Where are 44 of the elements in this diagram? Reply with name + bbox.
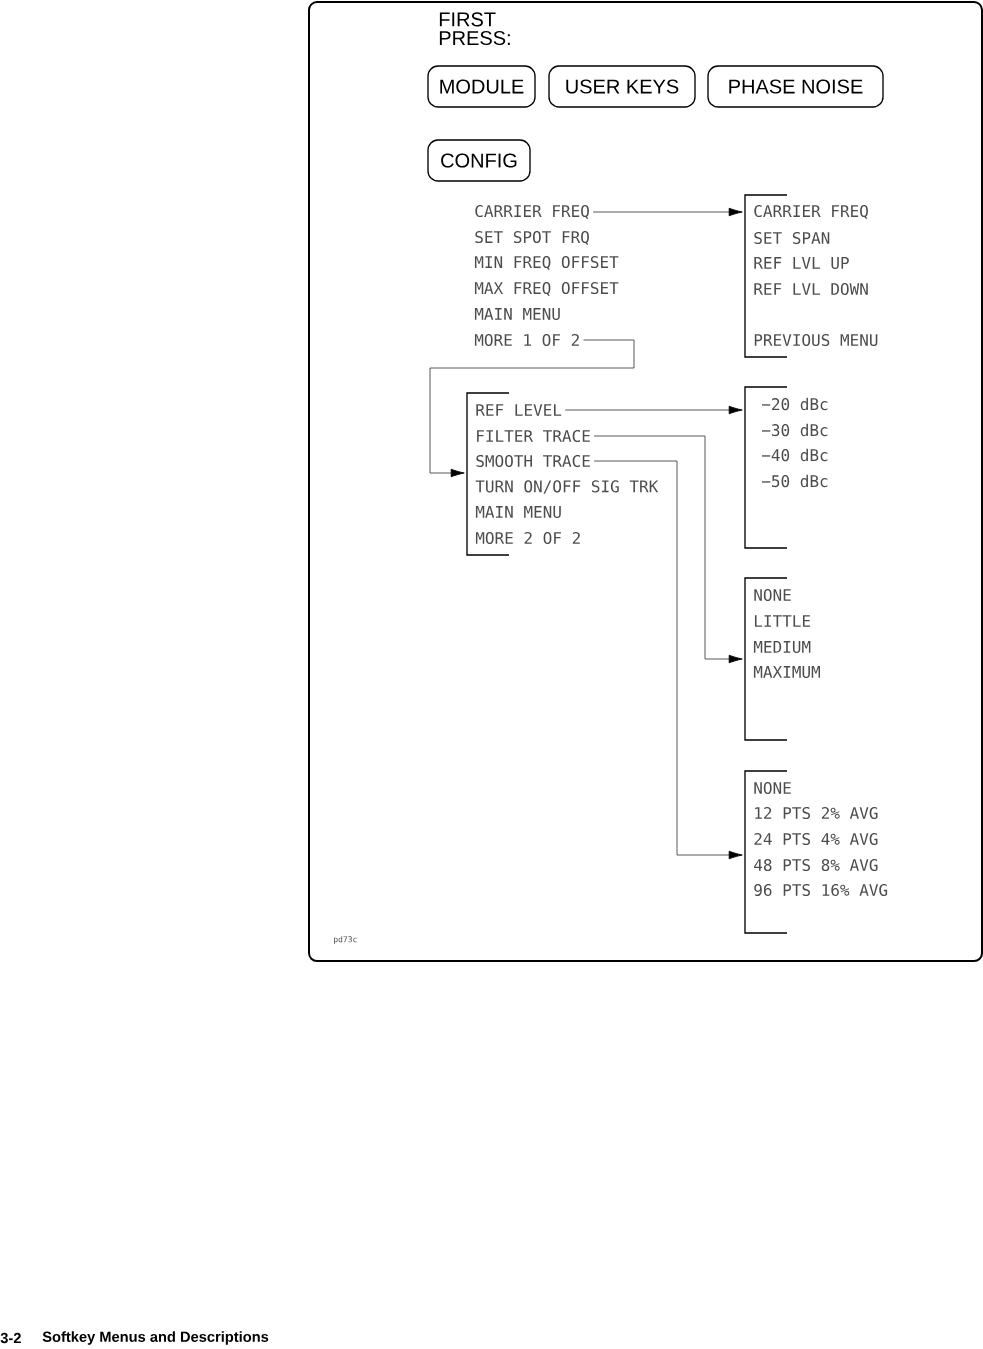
footer-title: Softkey Menus and Descriptions [42,1331,269,1345]
arrow [564,405,743,415]
menu-item: SET SPAN [754,231,830,245]
menu-item: MORE 2 OF 2 [475,531,580,545]
menu-bracket [744,386,788,549]
menu-item: PREVIOUS MENU [754,333,878,347]
menu-item: CARRIER FREQ [754,205,868,219]
menu-item: 24 PTS 4% AVG [754,832,878,846]
softkey-button: USER KEYS [548,65,696,108]
softkey-button: MODULE [427,65,536,108]
menu-item: REF LVL DOWN [754,282,868,296]
menu-item: SET SPOT FRQ [475,231,589,245]
arrow [593,435,743,664]
arrow [593,460,743,860]
menu-item: 12 PTS 2% AVG [755,806,878,820]
menu-item: MAXIMUM [753,666,820,678]
menu-item: −20 dBc [761,397,828,411]
page-number: 3-2 [0,1332,21,1344]
heading: FIRST PRESS: [439,12,510,46]
menu-item: MEDIUM [753,641,811,653]
arrow [429,339,635,478]
menu-item: FILTER TRACE [477,429,590,443]
menu-item: SMOOTH TRACE [476,454,590,468]
menu-item: REF LVL UP [754,257,849,269]
menu-item: TURN ON/OFF SIG TRK [475,480,659,494]
arrow [592,207,743,217]
menu-item: MAIN MENU [475,506,561,518]
menu-item: MAIN MENU [474,308,560,320]
menu-item: 96 PTS 16% AVG [754,883,888,897]
figure-id: pd73c [334,936,357,944]
menu-item: −30 dBc [761,423,828,437]
menu-item: NONE [754,781,791,795]
menu-item: NONE [754,588,791,602]
menu-item: REF LEVEL [476,404,562,416]
menu-item: MORE 1 OF 2 [474,333,579,347]
menu-item: MIN FREQ OFFSET [474,256,619,270]
menu-item: −40 dBc [761,448,828,462]
menu-item: CARRIER FREQ [475,205,589,219]
softkey-button: CONFIG [427,139,531,182]
softkey-button: PHASE NOISE [707,65,884,108]
menu-item: LITTLE [754,615,811,627]
menu-item: −50 dBc [761,474,828,488]
menu-item: 48 PTS 8% AVG [754,858,878,872]
menu-item: MAX FREQ OFFSET [474,282,619,296]
